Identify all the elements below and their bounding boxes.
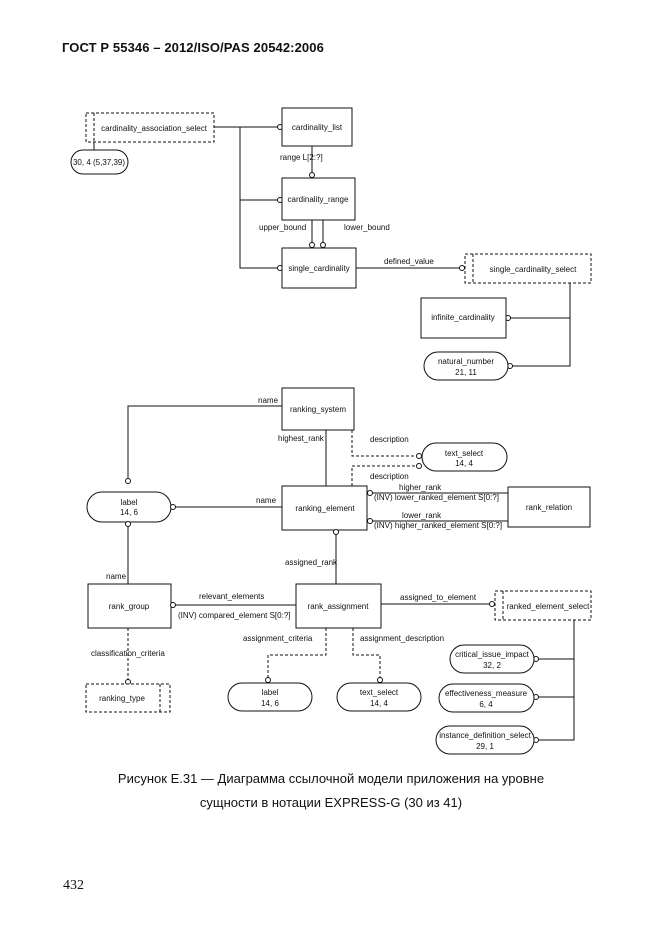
rel-description-2: description [370, 472, 409, 481]
entity-cardinality-list-label: cardinality_list [292, 123, 343, 132]
ref-label-1-label: label [121, 498, 138, 507]
ref-text-select-2-label: text_select [360, 688, 399, 697]
entity-ranking-element-label: ranking_element [295, 504, 355, 513]
rel-description-1: description [370, 435, 409, 444]
select-ranking-type: ranking_type [85, 683, 171, 713]
rel-inv-compared: (INV) compared_element S[0:?] [178, 611, 291, 620]
rel-name-1: name [258, 396, 279, 405]
ref-natural-number-label: natural_number [438, 357, 494, 366]
entity-rank-group: rank_group [87, 583, 172, 629]
rel-inv-higher: (INV) higher_ranked_element S[0:?] [374, 521, 502, 530]
entity-rank-relation-label: rank_relation [526, 503, 572, 512]
rel-assignment-description: assignment_description [360, 634, 444, 643]
page-number: 432 [63, 878, 84, 893]
ref-text-select-2: text_select 14, 4 [336, 682, 422, 712]
entity-infinite-cardinality: infinite_cardinality [420, 297, 507, 339]
ref-text-select: text_select 14, 4 [421, 442, 508, 472]
entity-single-cardinality: single_cardinality [281, 247, 357, 289]
ref-label-2-label: label [262, 688, 279, 697]
ref-instance-definition-select: instance_definition_select 29, 1 [435, 725, 535, 755]
ref-critical-issue-impact-page: 32, 2 [483, 661, 501, 670]
rel-assigned-to-element: assigned_to_element [400, 593, 477, 602]
rel-defined-value: defined_value [384, 257, 434, 266]
ref-label-2-page: 14, 6 [261, 699, 279, 708]
ref-effectiveness-measure-page: 6, 4 [479, 700, 493, 709]
entity-infinite-cardinality-label: infinite_cardinality [431, 313, 495, 322]
rel-classification-criteria: classification_criteria [91, 649, 165, 658]
ref-instance-definition-select-label: instance_definition_select [439, 731, 531, 740]
entity-ranking-element: ranking_element [281, 485, 368, 531]
ref-effectiveness-measure: effectiveness_measure 6, 4 [438, 683, 535, 713]
select-ranked-element: ranked_element_select [494, 590, 592, 621]
ref-text-select-page: 14, 4 [455, 459, 473, 468]
rel-range: range L[2:?] [280, 153, 323, 162]
ref-30-4-label: 30, 4 (5,37,39) [73, 158, 125, 167]
ref-text-select-label: text_select [445, 449, 484, 458]
rel-lower-rank: lower_rank [402, 511, 442, 520]
figure-caption-line-1: Рисунок E.31 — Диаграмма ссылочной модел… [117, 771, 545, 786]
rel-relevant-elements: relevant_elements [199, 592, 264, 601]
select-cardinality-association: cardinality_association_select [85, 112, 215, 143]
entity-rank-assignment-label: rank_assignment [308, 602, 370, 611]
document-header: ГОСТ Р 55346 – 2012/ISO/PAS 20542:2006 [62, 40, 324, 55]
entity-rank-group-label: rank_group [109, 602, 150, 611]
select-ranking-type-label: ranking_type [99, 694, 145, 703]
ref-label-1-page: 14, 6 [120, 508, 138, 517]
entity-ranking-system-label: ranking_system [290, 405, 346, 414]
entity-single-cardinality-label: single_cardinality [288, 264, 349, 273]
rel-upper-bound: upper_bound [259, 223, 306, 232]
figure-caption-line-2: сущности в нотации EXPRESS-G (30 из 41) [199, 795, 463, 810]
entity-cardinality-list: cardinality_list [281, 107, 353, 147]
rel-name-3: name [106, 572, 127, 581]
ref-instance-definition-select-page: 29, 1 [476, 742, 494, 751]
select-cardinality-association-label: cardinality_association_select [101, 124, 208, 133]
entity-ranking-system: ranking_system [281, 387, 355, 431]
rel-assigned-rank: assigned_rank [285, 558, 338, 567]
entity-cardinality-range: cardinality_range [281, 177, 356, 221]
rel-name-2: name [256, 496, 277, 505]
rel-assignment-criteria: assignment_criteria [243, 634, 313, 643]
rel-higher-rank: higher_rank [399, 483, 442, 492]
ref-natural-number-page: 21, 11 [455, 368, 477, 377]
ref-text-select-2-page: 14, 4 [370, 699, 388, 708]
rel-lower-bound: lower_bound [344, 223, 390, 232]
ref-critical-issue-impact: critical_issue_impact 32, 2 [449, 644, 535, 674]
ref-critical-issue-impact-label: critical_issue_impact [455, 650, 530, 659]
entity-rank-relation: rank_relation [507, 486, 591, 528]
ref-natural-number: natural_number 21, 11 [423, 351, 509, 381]
select-ranked-element-label: ranked_element_select [507, 602, 590, 611]
ref-label-1: label 14, 6 [86, 491, 172, 523]
select-single-cardinality-label: single_cardinality_select [490, 265, 577, 274]
ref-label-2: label 14, 6 [227, 682, 313, 712]
entity-rank-assignment: rank_assignment [295, 583, 382, 629]
rel-inv-lower: (INV) lower_ranked_element S[0:?] [374, 493, 499, 502]
rel-highest-rank: highest_rank [278, 434, 325, 443]
select-single-cardinality: single_cardinality_select [464, 253, 592, 284]
entity-cardinality-range-label: cardinality_range [288, 195, 349, 204]
ref-30-4: 30, 4 (5,37,39) [70, 142, 129, 175]
ref-effectiveness-measure-label: effectiveness_measure [445, 689, 528, 698]
